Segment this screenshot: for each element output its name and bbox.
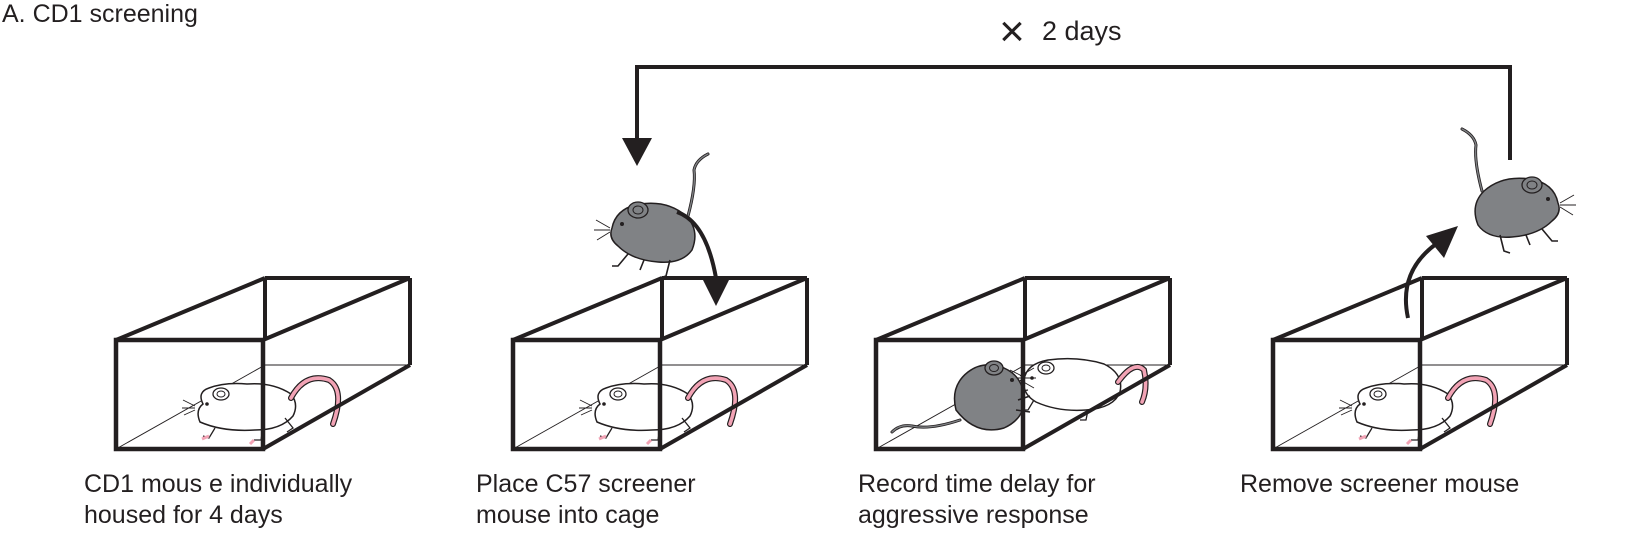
white-mouse-icon <box>1339 378 1495 444</box>
repeat-x-icon: × <box>999 7 1025 56</box>
cage-2 <box>510 152 809 452</box>
grey-mouse-fighting-icon <box>890 359 1038 434</box>
step-1-caption-line-2: housed for 4 days <box>84 501 283 529</box>
step-1-caption-line-1: CD1 mous e individually <box>84 470 353 498</box>
loop-arrowhead <box>622 138 652 166</box>
remove-arrow <box>1403 242 1438 319</box>
repeat-loop: × 2 days <box>622 7 1512 166</box>
step-3-caption-line-1: Record time delay for <box>858 470 1096 498</box>
cage-4 <box>1270 127 1578 452</box>
step-3-caption-line-2: aggressive response <box>858 501 1089 529</box>
panel-title: A. CD1 screening <box>2 0 198 28</box>
white-mouse-icon <box>579 378 735 444</box>
step-2-caption-line-1: Place C57 screener <box>476 470 696 498</box>
loop-connector-line <box>635 65 1512 160</box>
remove-arrowhead <box>1426 226 1458 258</box>
repeat-label: 2 days <box>1042 16 1122 46</box>
place-arrowhead <box>702 278 730 306</box>
grey-mouse-icon <box>1460 127 1578 255</box>
grey-mouse-icon <box>592 152 710 280</box>
cage-1 <box>113 276 412 452</box>
place-arrow <box>676 210 718 279</box>
cage-3 <box>873 276 1172 452</box>
white-mouse-icon <box>182 378 338 444</box>
step-captions: CD1 mous e individually housed for 4 day… <box>84 470 1519 529</box>
step-4-caption-line-1: Remove screener mouse <box>1240 470 1519 498</box>
step-2-caption-line-2: mouse into cage <box>476 501 659 529</box>
